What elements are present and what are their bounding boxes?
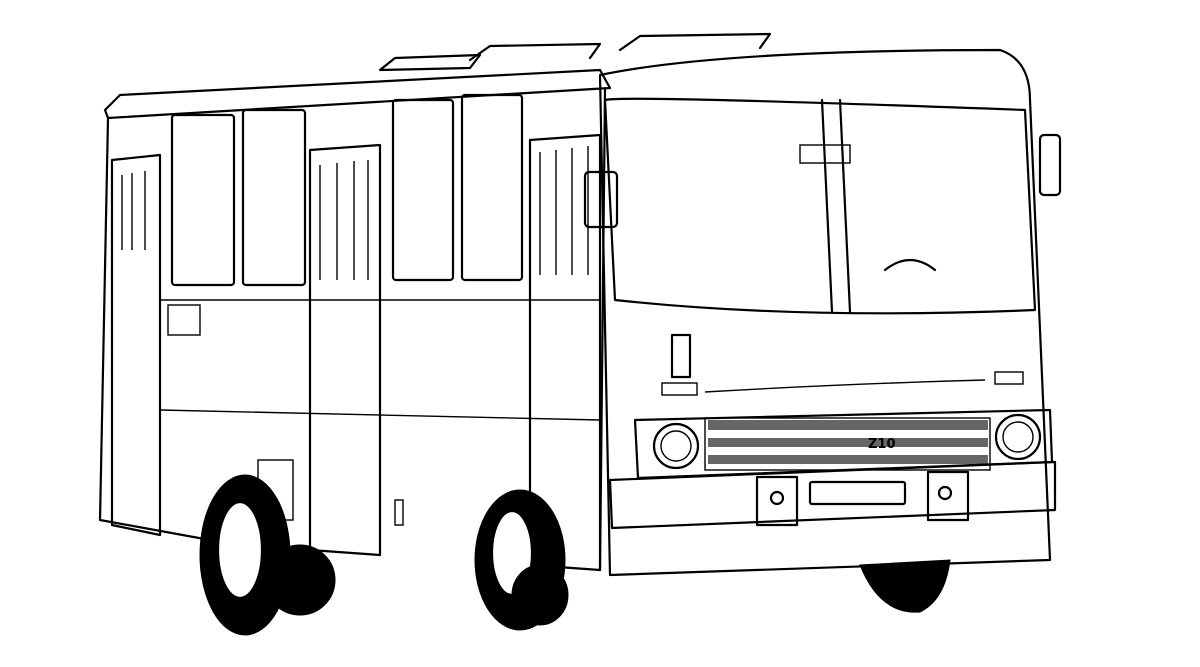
grille: Z10 [704, 417, 991, 471]
roof-vents [378, 32, 772, 72]
side-window [460, 93, 524, 282]
right-mirror [1038, 133, 1062, 197]
side-window [170, 113, 236, 287]
bus-side [98, 68, 612, 572]
windshield [603, 97, 1037, 315]
bus-front: Z10 [583, 48, 1062, 577]
left-mirror [583, 170, 619, 229]
side-window [241, 108, 307, 287]
side-window [391, 98, 455, 282]
tow-bracket [926, 470, 970, 522]
wheels [199, 474, 951, 636]
tow-bracket [755, 475, 799, 527]
grille-badge: Z10 [868, 437, 896, 452]
license-plate [808, 480, 907, 506]
